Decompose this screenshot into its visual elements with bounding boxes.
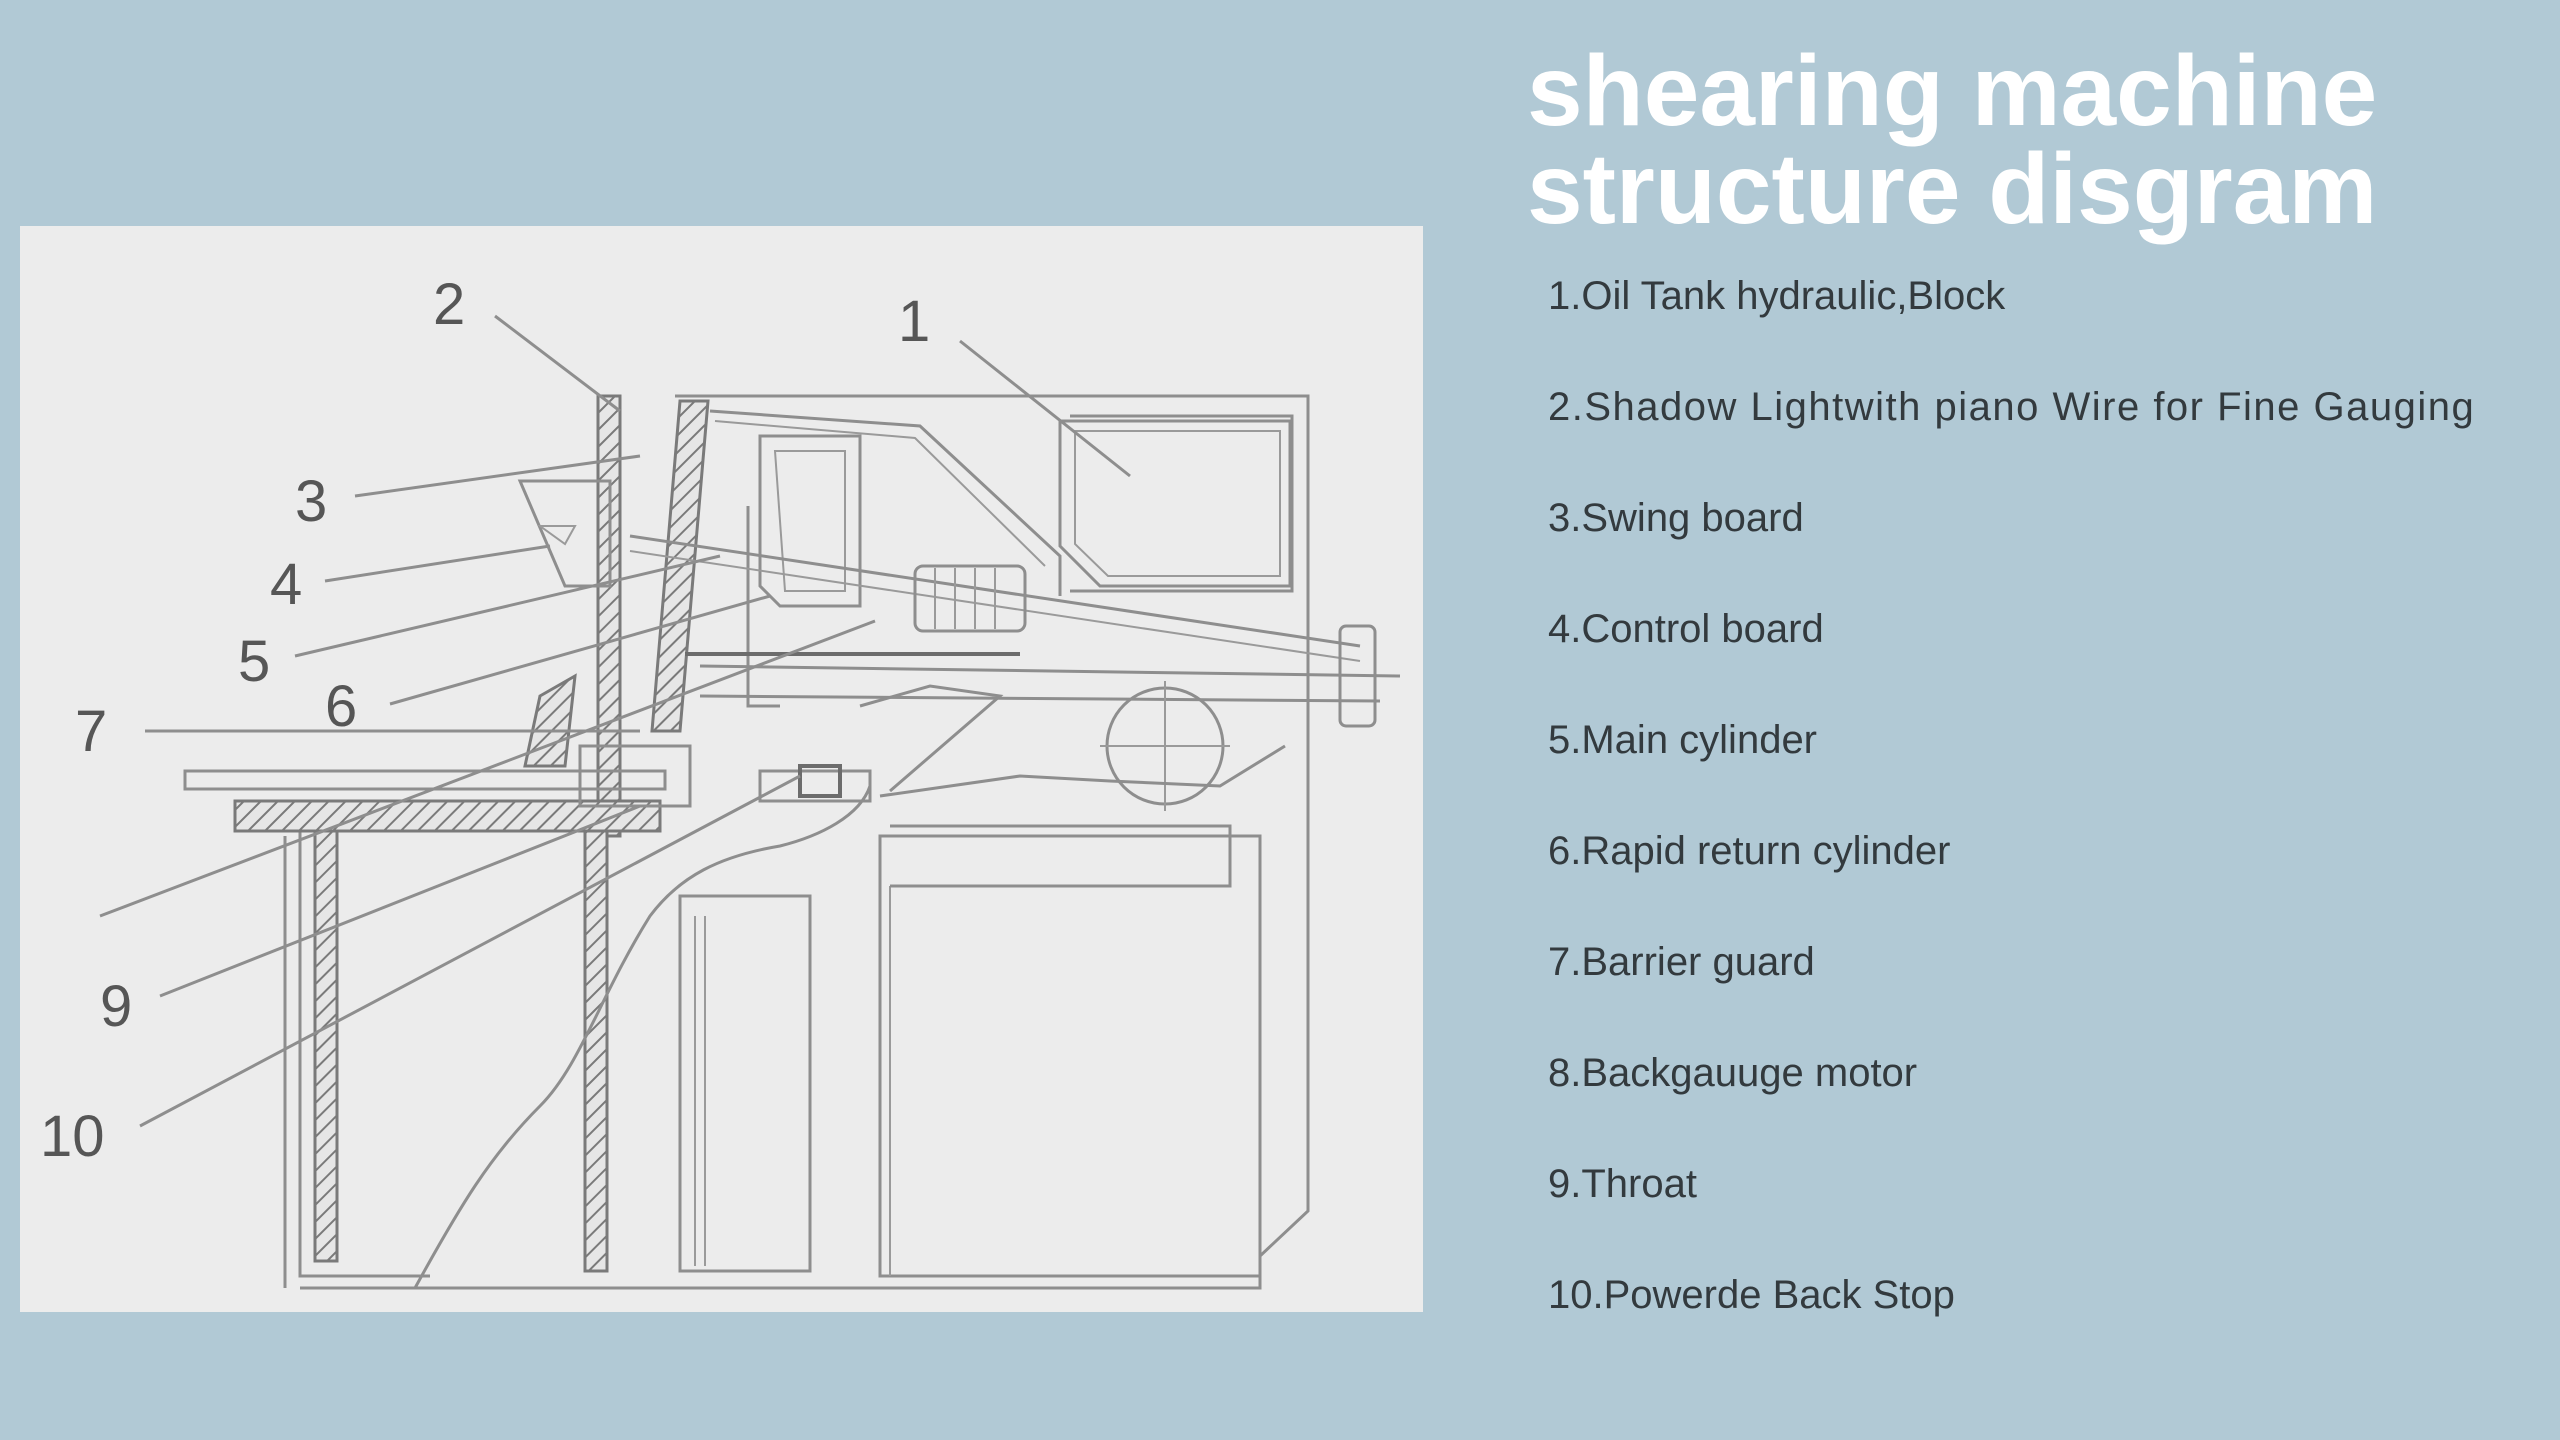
callout-7: 7: [75, 699, 107, 764]
title-line-2: structure disgram: [1527, 133, 2378, 245]
callout-3: 3: [295, 469, 327, 534]
legend-item-9: 9.Throat: [1548, 1162, 1697, 1206]
callout-9: 9: [100, 974, 132, 1039]
callout-6: 6: [325, 674, 357, 739]
callout-1: 1: [898, 289, 930, 354]
legend-item-10: 10.Powerde Back Stop: [1548, 1273, 1955, 1317]
legend-item-4: 4.Control board: [1548, 607, 1824, 651]
parts-legend: 1.Oil Tank hydraulic,Block 2.Shadow Ligh…: [1548, 268, 2528, 1378]
callout-4: 4: [270, 552, 302, 617]
shearing-machine-drawing: 1 2 3 4 5 6 7 9 10: [40, 272, 1401, 1290]
legend-item-7: 7.Barrier guard: [1548, 940, 1815, 984]
oil-tank: [1058, 419, 1292, 588]
page-title: shearing machine structure disgram: [1527, 35, 2527, 245]
machine-diagram: 1 2 3 4 5 6 7 9 10: [20, 226, 1423, 1312]
machine-frame: [283, 394, 1310, 1290]
legend-item-1: 1.Oil Tank hydraulic,Block: [1548, 274, 2006, 318]
control-board: [517, 479, 612, 588]
leader-lines: [99, 314, 1131, 1128]
callout-numbers: 1 2 3 4 5 6 7 9 10: [40, 272, 930, 1169]
callout-2: 2: [433, 272, 465, 337]
back-rails: [699, 664, 1401, 811]
legend-item-2: 2.Shadow Lightwith piano Wire for Fine G…: [1548, 385, 2476, 429]
callout-10: 10: [40, 1104, 105, 1169]
title-line-1: shearing machine: [1527, 35, 2378, 147]
legend-item-8: 8.Backgauuge motor: [1548, 1051, 1918, 1095]
legend-item-5: 5.Main cylinder: [1548, 718, 1818, 762]
legend-item-6: 6.Rapid return cylinder: [1548, 829, 1951, 873]
legend-item-3: 3.Swing board: [1548, 496, 1804, 540]
callout-5: 5: [238, 629, 270, 694]
upper-beam: [596, 394, 1062, 838]
barrier-guard: [523, 673, 577, 768]
cutaway-edge: [413, 785, 872, 1289]
machine-legs: [313, 824, 1262, 1278]
